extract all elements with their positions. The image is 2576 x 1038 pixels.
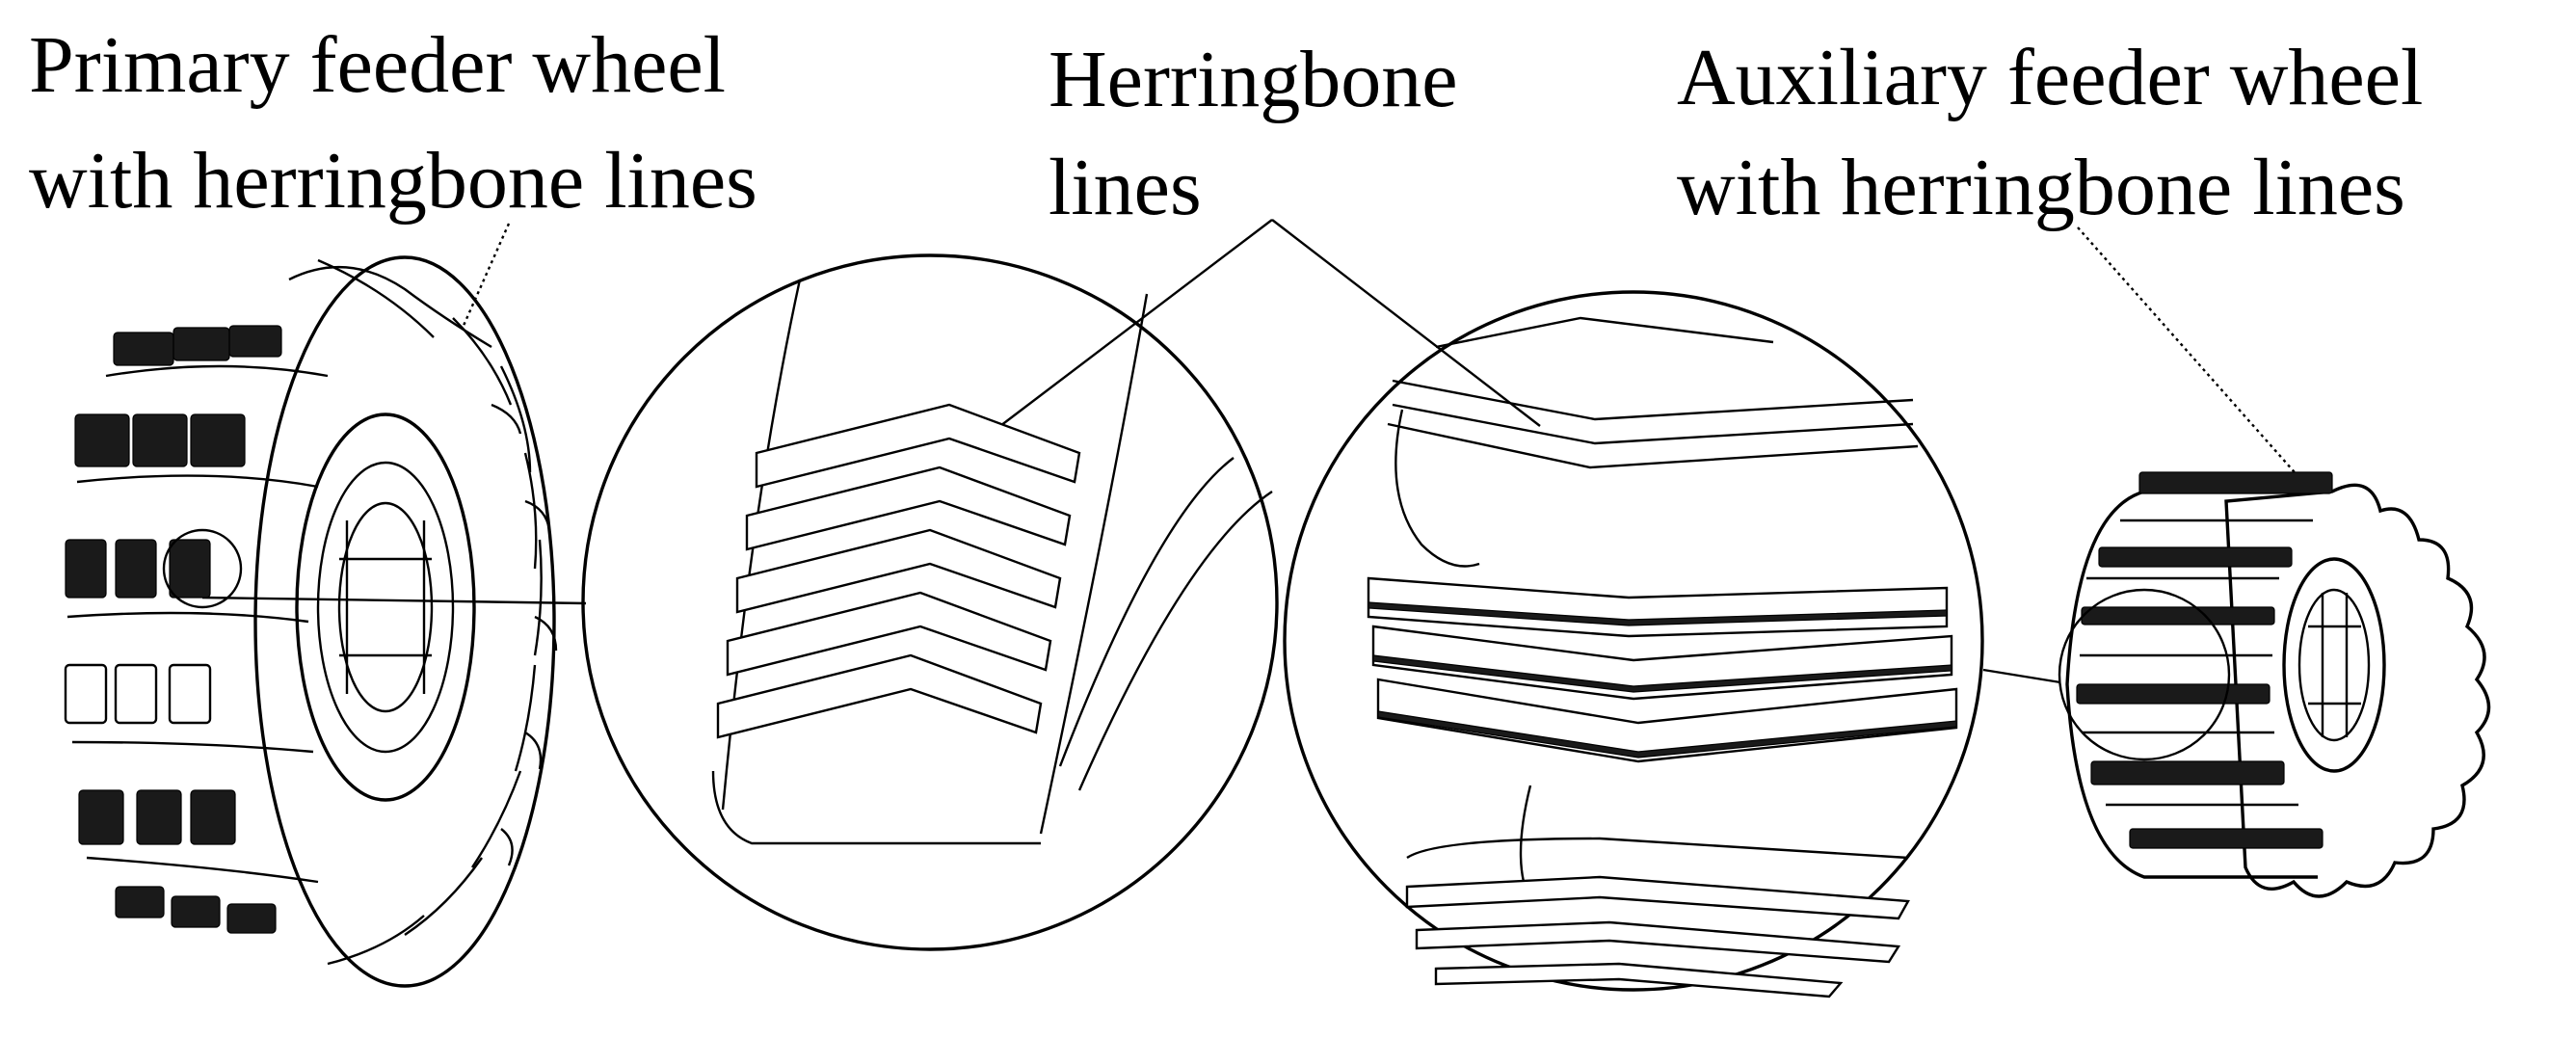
right-zoom-top-ridges	[1387, 316, 1919, 469]
right-magnified-detail-icon	[1283, 290, 1984, 998]
auxiliary-wheel-herringbone-bars	[2076, 471, 2333, 849]
auxiliary-feeder-wheel-icon	[2058, 471, 2491, 898]
auxiliary-leader-dotted	[2077, 226, 2302, 481]
auxiliary-to-zoom-connector	[1982, 668, 2061, 684]
right-zoom-lower-ridges	[1405, 837, 1910, 998]
auxiliary-wheel-label-line2: with herringbone lines	[1677, 143, 2405, 232]
primary-wheel-teeth	[288, 258, 558, 966]
primary-feeder-wheel-icon	[64, 255, 558, 988]
primary-to-zoom-connector	[201, 596, 587, 605]
herringbone-leader-left	[992, 219, 1273, 433]
left-zoom-herringbone-ridges	[716, 403, 1081, 739]
auxiliary-wheel-label-line1: Auxiliary feeder wheel	[1677, 33, 2423, 122]
primary-wheel-label-line2: with herringbone lines	[29, 136, 757, 226]
herringbone-label-line1: Herringbone	[1049, 35, 1458, 124]
herringbone-leader-right	[1271, 219, 1541, 427]
primary-wheel-slots	[66, 364, 329, 884]
primary-detail-circle	[162, 528, 243, 609]
primary-leader-dotted	[461, 223, 511, 329]
right-zoom-middle-ridges	[1367, 576, 1958, 763]
left-magnified-detail-icon	[581, 253, 1279, 951]
herringbone-label-line2: lines	[1049, 143, 1202, 232]
primary-wheel-label-line1: Primary feeder wheel	[29, 20, 726, 110]
leader-lines	[201, 219, 2302, 684]
primary-wheel-herringbone-blocks	[64, 325, 282, 934]
auxiliary-detail-circle	[2058, 588, 2231, 761]
